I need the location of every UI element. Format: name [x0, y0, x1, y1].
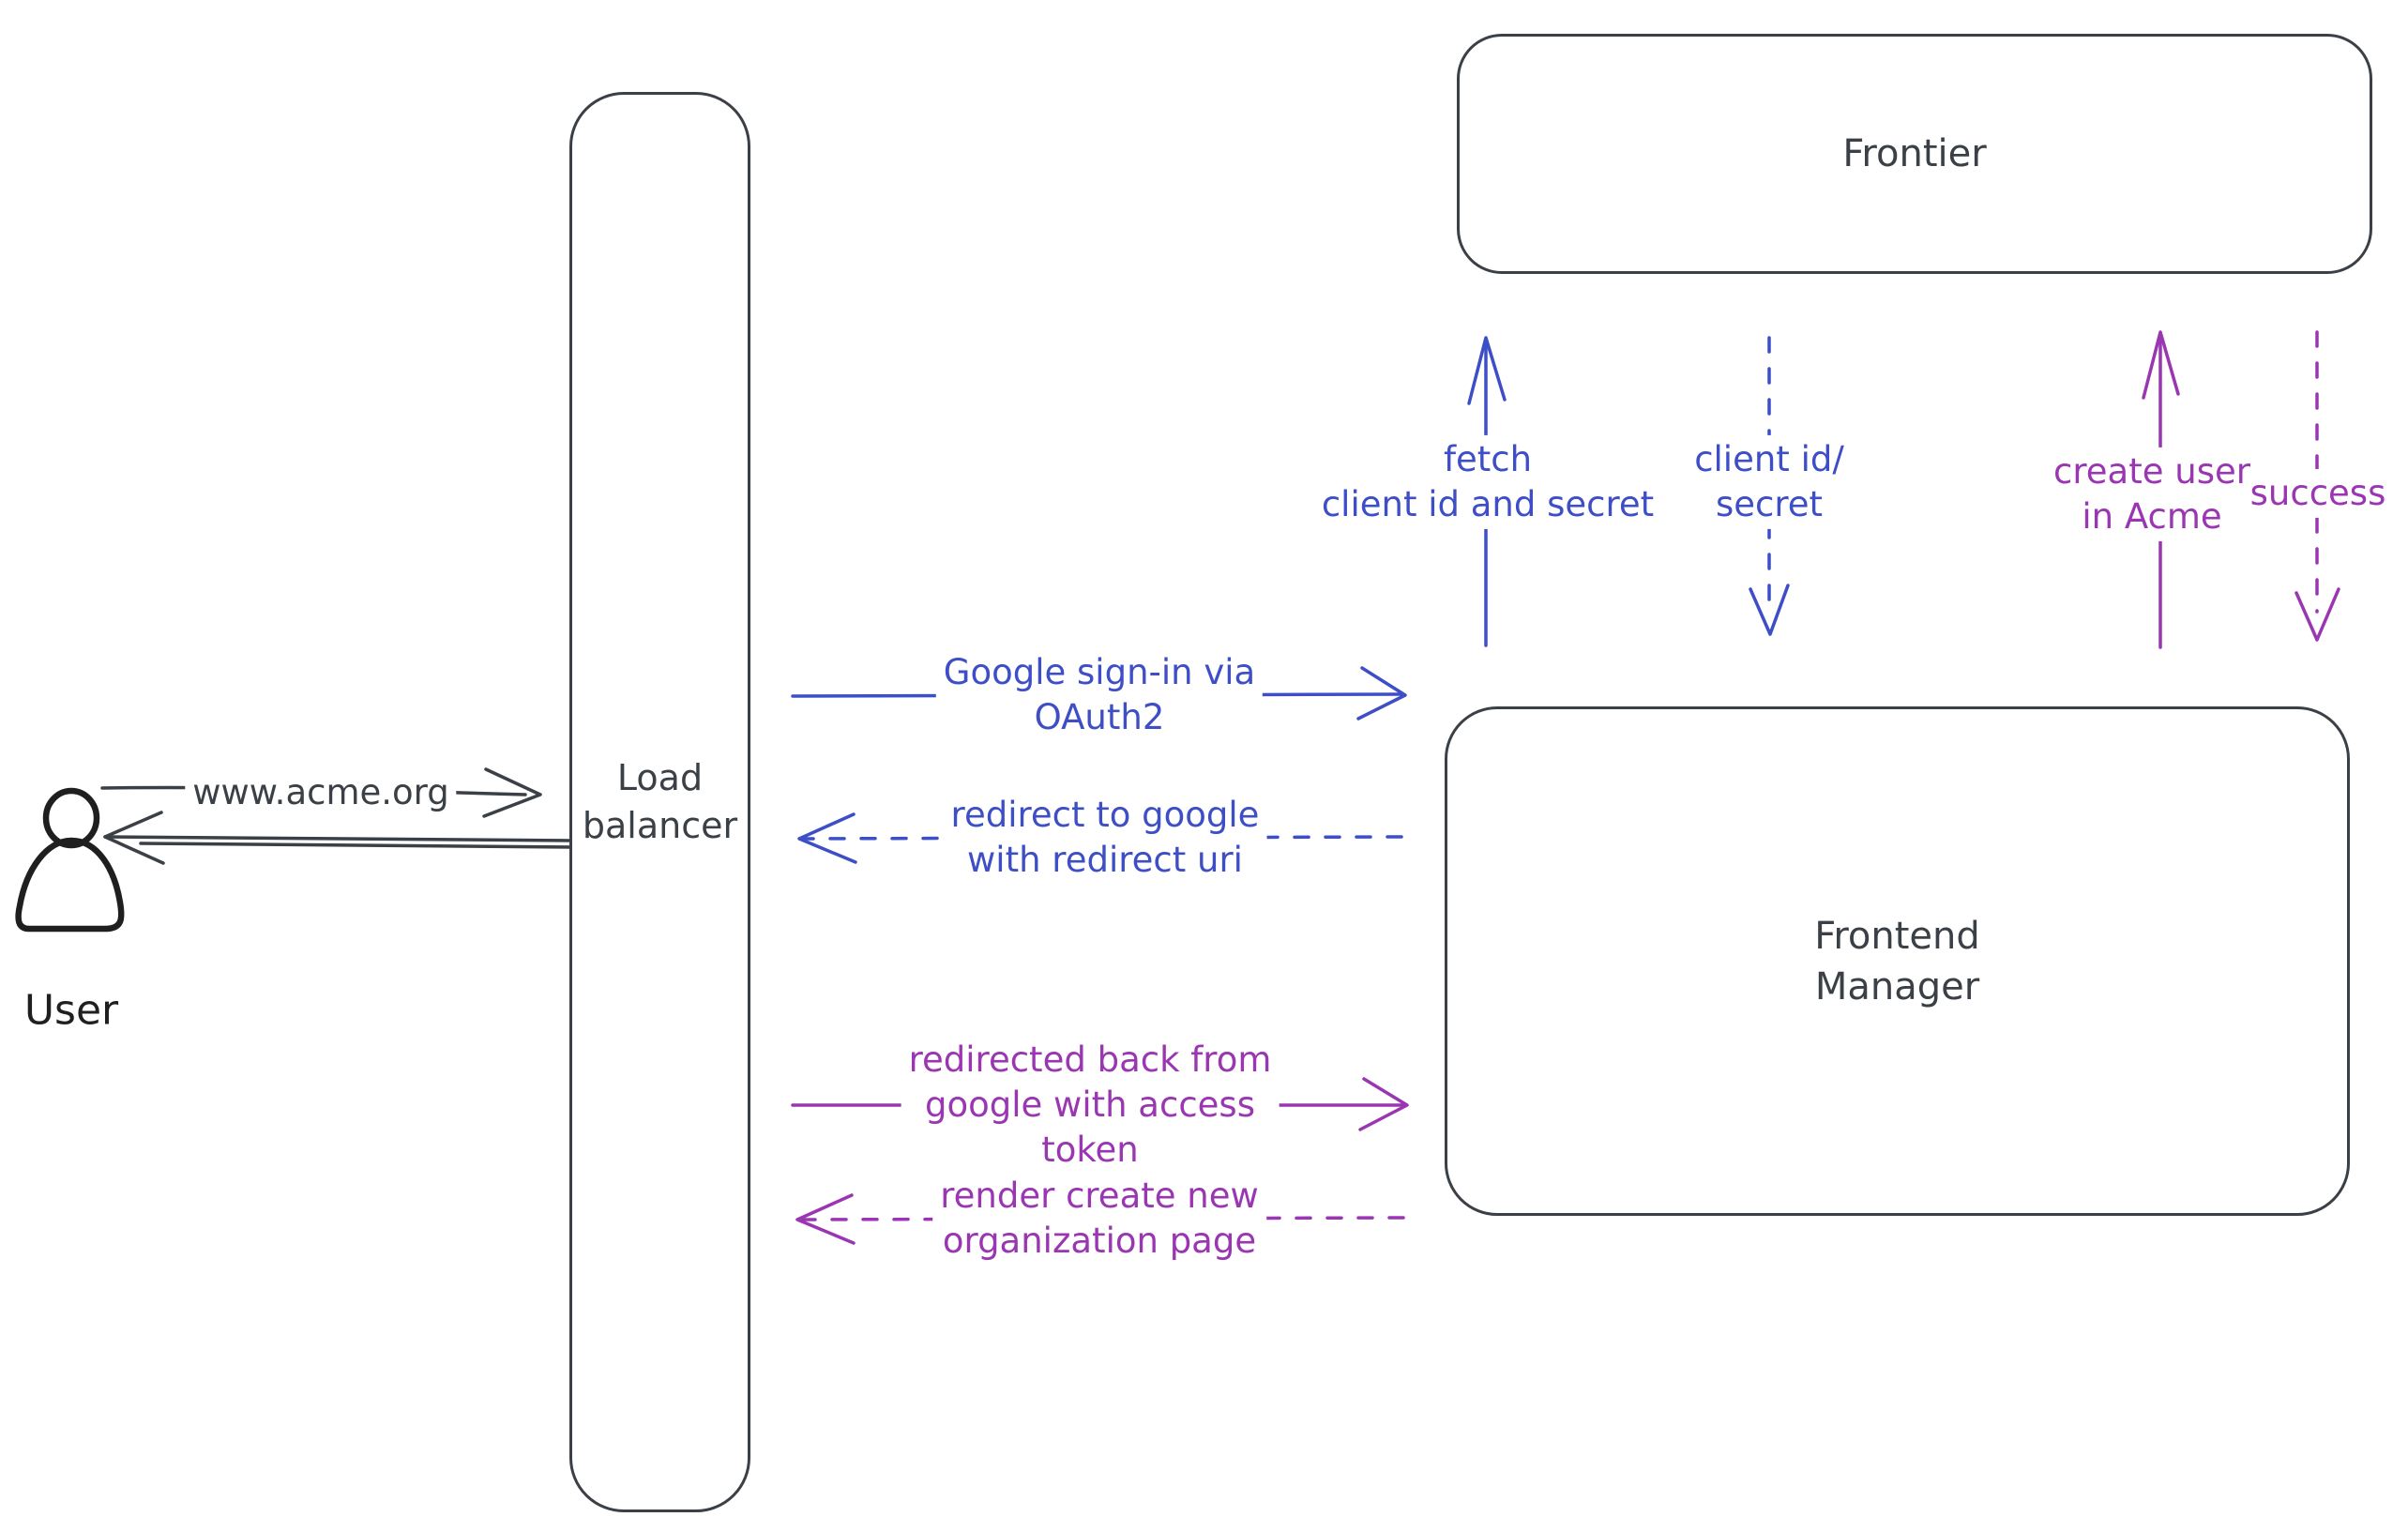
edge-lb-to-user-arrow [103, 811, 576, 865]
edge-fetch-client-label: fetch client id and secret [1313, 434, 1662, 530]
node-frontier-box: Frontier [1457, 34, 2372, 274]
node-frontend-manager-label-line1: Frontend [1814, 914, 1980, 958]
node-frontier-label: Frontier [1842, 132, 1987, 175]
edge-success-label: success [2242, 468, 2394, 519]
edge-redirect-google-label: redirect to google with redirect uri [943, 790, 1267, 886]
node-frontend-manager-label-line2: Manager [1814, 964, 1980, 1009]
node-frontend-manager-box: Frontend Manager [1445, 706, 2350, 1216]
node-load-balancer-label-line1: Load [616, 756, 704, 798]
edge-google-signin-label: Google sign-in via OAuth2 [935, 647, 1264, 743]
edge-www-acme-label: www.acme.org [185, 767, 457, 818]
node-load-balancer-box: Load balancer [569, 92, 750, 1512]
edge-render-org-arrow [795, 1193, 1405, 1245]
edge-success-arrow [2294, 330, 2340, 642]
user-figure-icon [15, 787, 125, 933]
user-label: User [23, 986, 119, 1035]
edge-redirect-google-arrow [797, 812, 1403, 864]
edge-create-user-label: create user in Acme [2046, 447, 2258, 542]
edge-client-id-secret-label: client id/ secret [1687, 434, 1852, 530]
edge-render-org-label: render create new organization page [932, 1171, 1266, 1267]
edge-redirected-back-label: redirected back from google with access … [901, 1035, 1280, 1176]
node-load-balancer-label-line2: balancer [582, 805, 738, 846]
